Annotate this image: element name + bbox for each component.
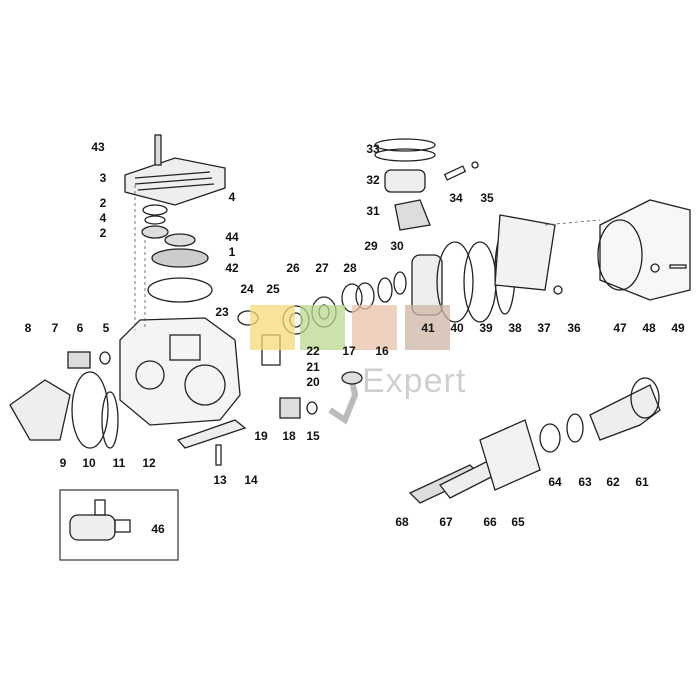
- part-label-48: 48: [642, 321, 656, 335]
- part-label-33: 33: [366, 142, 380, 156]
- part-label-26: 26: [286, 261, 300, 275]
- side-cover: [9, 351, 119, 449]
- part-label-65: 65: [511, 515, 525, 529]
- fittings: [176, 371, 363, 466]
- part-label-5: 5: [102, 321, 110, 335]
- part-label-9: 9: [59, 456, 67, 470]
- part-label-3: 3: [99, 171, 107, 185]
- part-label-14: 14: [244, 473, 258, 487]
- part-label-2: 2: [99, 196, 107, 210]
- part-label-17: 17: [342, 344, 356, 358]
- watermark-tile-3: [352, 305, 397, 350]
- part-label-37: 37: [537, 321, 551, 335]
- part-label-12: 12: [142, 456, 156, 470]
- part-label-32: 32: [366, 173, 380, 187]
- part-label-2: 2: [99, 226, 107, 240]
- part-label-4: 4: [99, 211, 107, 225]
- bell-housing: [597, 199, 691, 301]
- part-label-21: 21: [306, 360, 320, 374]
- watermark-tile-2: [300, 305, 345, 350]
- part-label-38: 38: [508, 321, 522, 335]
- part-label-19: 19: [254, 429, 268, 443]
- part-label-11: 11: [112, 456, 126, 470]
- part-label-23: 23: [215, 305, 229, 319]
- part-label-61: 61: [635, 475, 649, 489]
- part-label-18: 18: [282, 429, 296, 443]
- part-label-25: 25: [266, 282, 280, 296]
- part-label-35: 35: [480, 191, 494, 205]
- part-label-13: 13: [213, 473, 227, 487]
- part-label-66: 66: [483, 515, 497, 529]
- valve-parts: [141, 204, 213, 303]
- part-label-67: 67: [439, 515, 453, 529]
- part-label-64: 64: [548, 475, 562, 489]
- part-label-42: 42: [225, 261, 239, 275]
- leader-lines: [134, 185, 601, 330]
- part-label-44: 44: [225, 230, 239, 244]
- part-label-68: 68: [395, 515, 409, 529]
- part-label-62: 62: [606, 475, 620, 489]
- part-label-29: 29: [364, 239, 378, 253]
- part-label-6: 6: [76, 321, 84, 335]
- part-label-7: 7: [51, 321, 59, 335]
- part-label-24: 24: [240, 282, 254, 296]
- part-label-28: 28: [343, 261, 357, 275]
- part-label-10: 10: [82, 456, 96, 470]
- part-label-43: 43: [91, 140, 105, 154]
- part-label-49: 49: [671, 321, 685, 335]
- part-label-27: 27: [315, 261, 329, 275]
- part-label-36: 36: [567, 321, 581, 335]
- part-label-8: 8: [24, 321, 32, 335]
- part-label-40: 40: [450, 321, 464, 335]
- piston-assembly: [374, 138, 563, 323]
- part-label-41: 41: [421, 321, 435, 335]
- detail-inset-46: [59, 489, 179, 561]
- cylinder-head-cover: [124, 134, 226, 206]
- part-label-63: 63: [578, 475, 592, 489]
- part-label-46: 46: [151, 522, 165, 536]
- pump-body: [119, 317, 241, 426]
- part-label-1: 1: [228, 245, 236, 259]
- shaft-assembly: [408, 377, 661, 504]
- part-label-30: 30: [390, 239, 404, 253]
- part-label-20: 20: [306, 375, 320, 389]
- part-label-31: 31: [366, 204, 380, 218]
- part-label-16: 16: [375, 344, 389, 358]
- part-label-34: 34: [449, 191, 463, 205]
- part-label-22: 22: [306, 344, 320, 358]
- watermark-tile-1: [250, 305, 295, 350]
- part-label-15: 15: [306, 429, 320, 443]
- part-label-47: 47: [613, 321, 627, 335]
- watermark-tile-4: [405, 305, 450, 350]
- part-label-39: 39: [479, 321, 493, 335]
- part-label-4: 4: [228, 190, 236, 204]
- watermark-text: Expert: [362, 362, 467, 400]
